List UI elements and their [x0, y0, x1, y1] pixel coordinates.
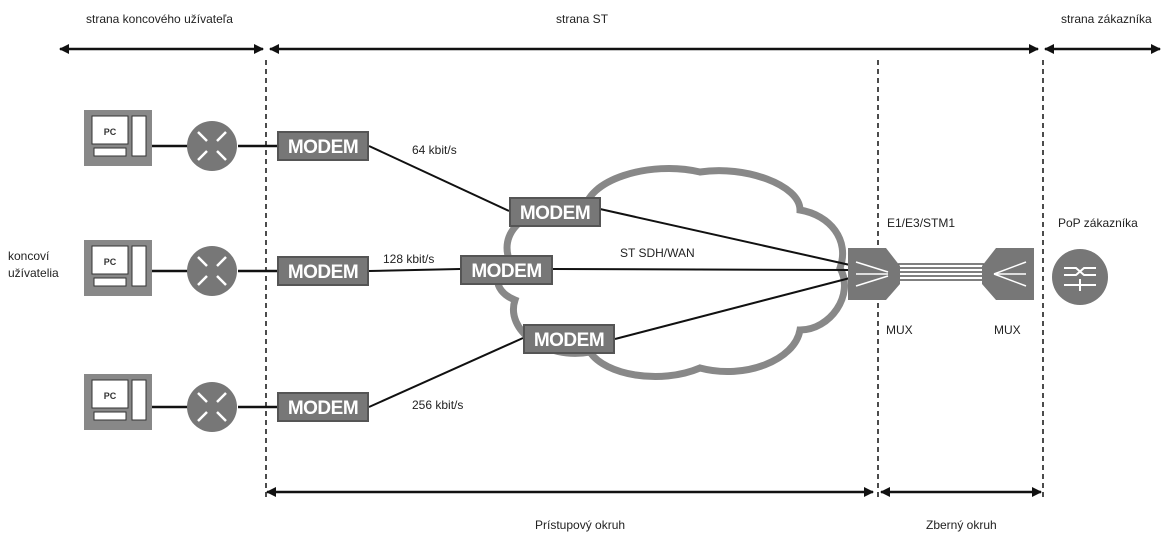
router-icon	[187, 121, 237, 171]
link-type-label: E1/E3/STM1	[887, 216, 956, 230]
end-users-label-line1: koncoví	[8, 249, 50, 263]
router-icon	[187, 382, 237, 432]
pc-label: PC	[104, 391, 117, 401]
modem-user-1: MODEM	[277, 131, 369, 161]
router-icon	[187, 246, 237, 296]
mux-right-label: MUX	[994, 323, 1021, 337]
speed-64-label: 64 kbit/s	[412, 143, 457, 157]
speed-128-label: 128 kbit/s	[383, 252, 435, 266]
zone-st-label: strana ST	[556, 12, 609, 26]
modem-st-3: MODEM	[523, 324, 615, 354]
cloud-label: ST SDH/WAN	[620, 246, 695, 260]
link-256k	[368, 337, 524, 408]
pop-router-icon	[1052, 249, 1108, 305]
pc-label: PC	[104, 257, 117, 267]
end-users-label-line2: užívatelia	[8, 266, 59, 280]
zone-customer-label: strana zákazníka	[1061, 12, 1152, 26]
aggregation-circuit-label: Zberný okruh	[926, 518, 997, 532]
pc-icon: PC	[84, 240, 152, 296]
mux-icon	[848, 248, 900, 300]
modem-st-1: MODEM	[509, 197, 601, 227]
zone-end-user-label: strana koncového užívateľa	[86, 12, 233, 26]
pc-label: PC	[104, 127, 117, 137]
modem-user-2: MODEM	[277, 256, 369, 286]
access-circuit-label: Prístupový okruh	[535, 518, 626, 532]
modem-st-2: MODEM	[460, 255, 553, 285]
link-128k	[368, 268, 461, 272]
modem-user-3: MODEM	[277, 392, 369, 422]
speed-256-label: 256 kbit/s	[412, 398, 464, 412]
link-64k	[368, 145, 510, 212]
pc-icon: PC	[84, 110, 152, 166]
mux-left-label: MUX	[886, 323, 913, 337]
pop-label: PoP zákazníka	[1058, 216, 1138, 230]
pc-icon: PC	[84, 374, 152, 430]
mux-icon	[982, 248, 1034, 300]
